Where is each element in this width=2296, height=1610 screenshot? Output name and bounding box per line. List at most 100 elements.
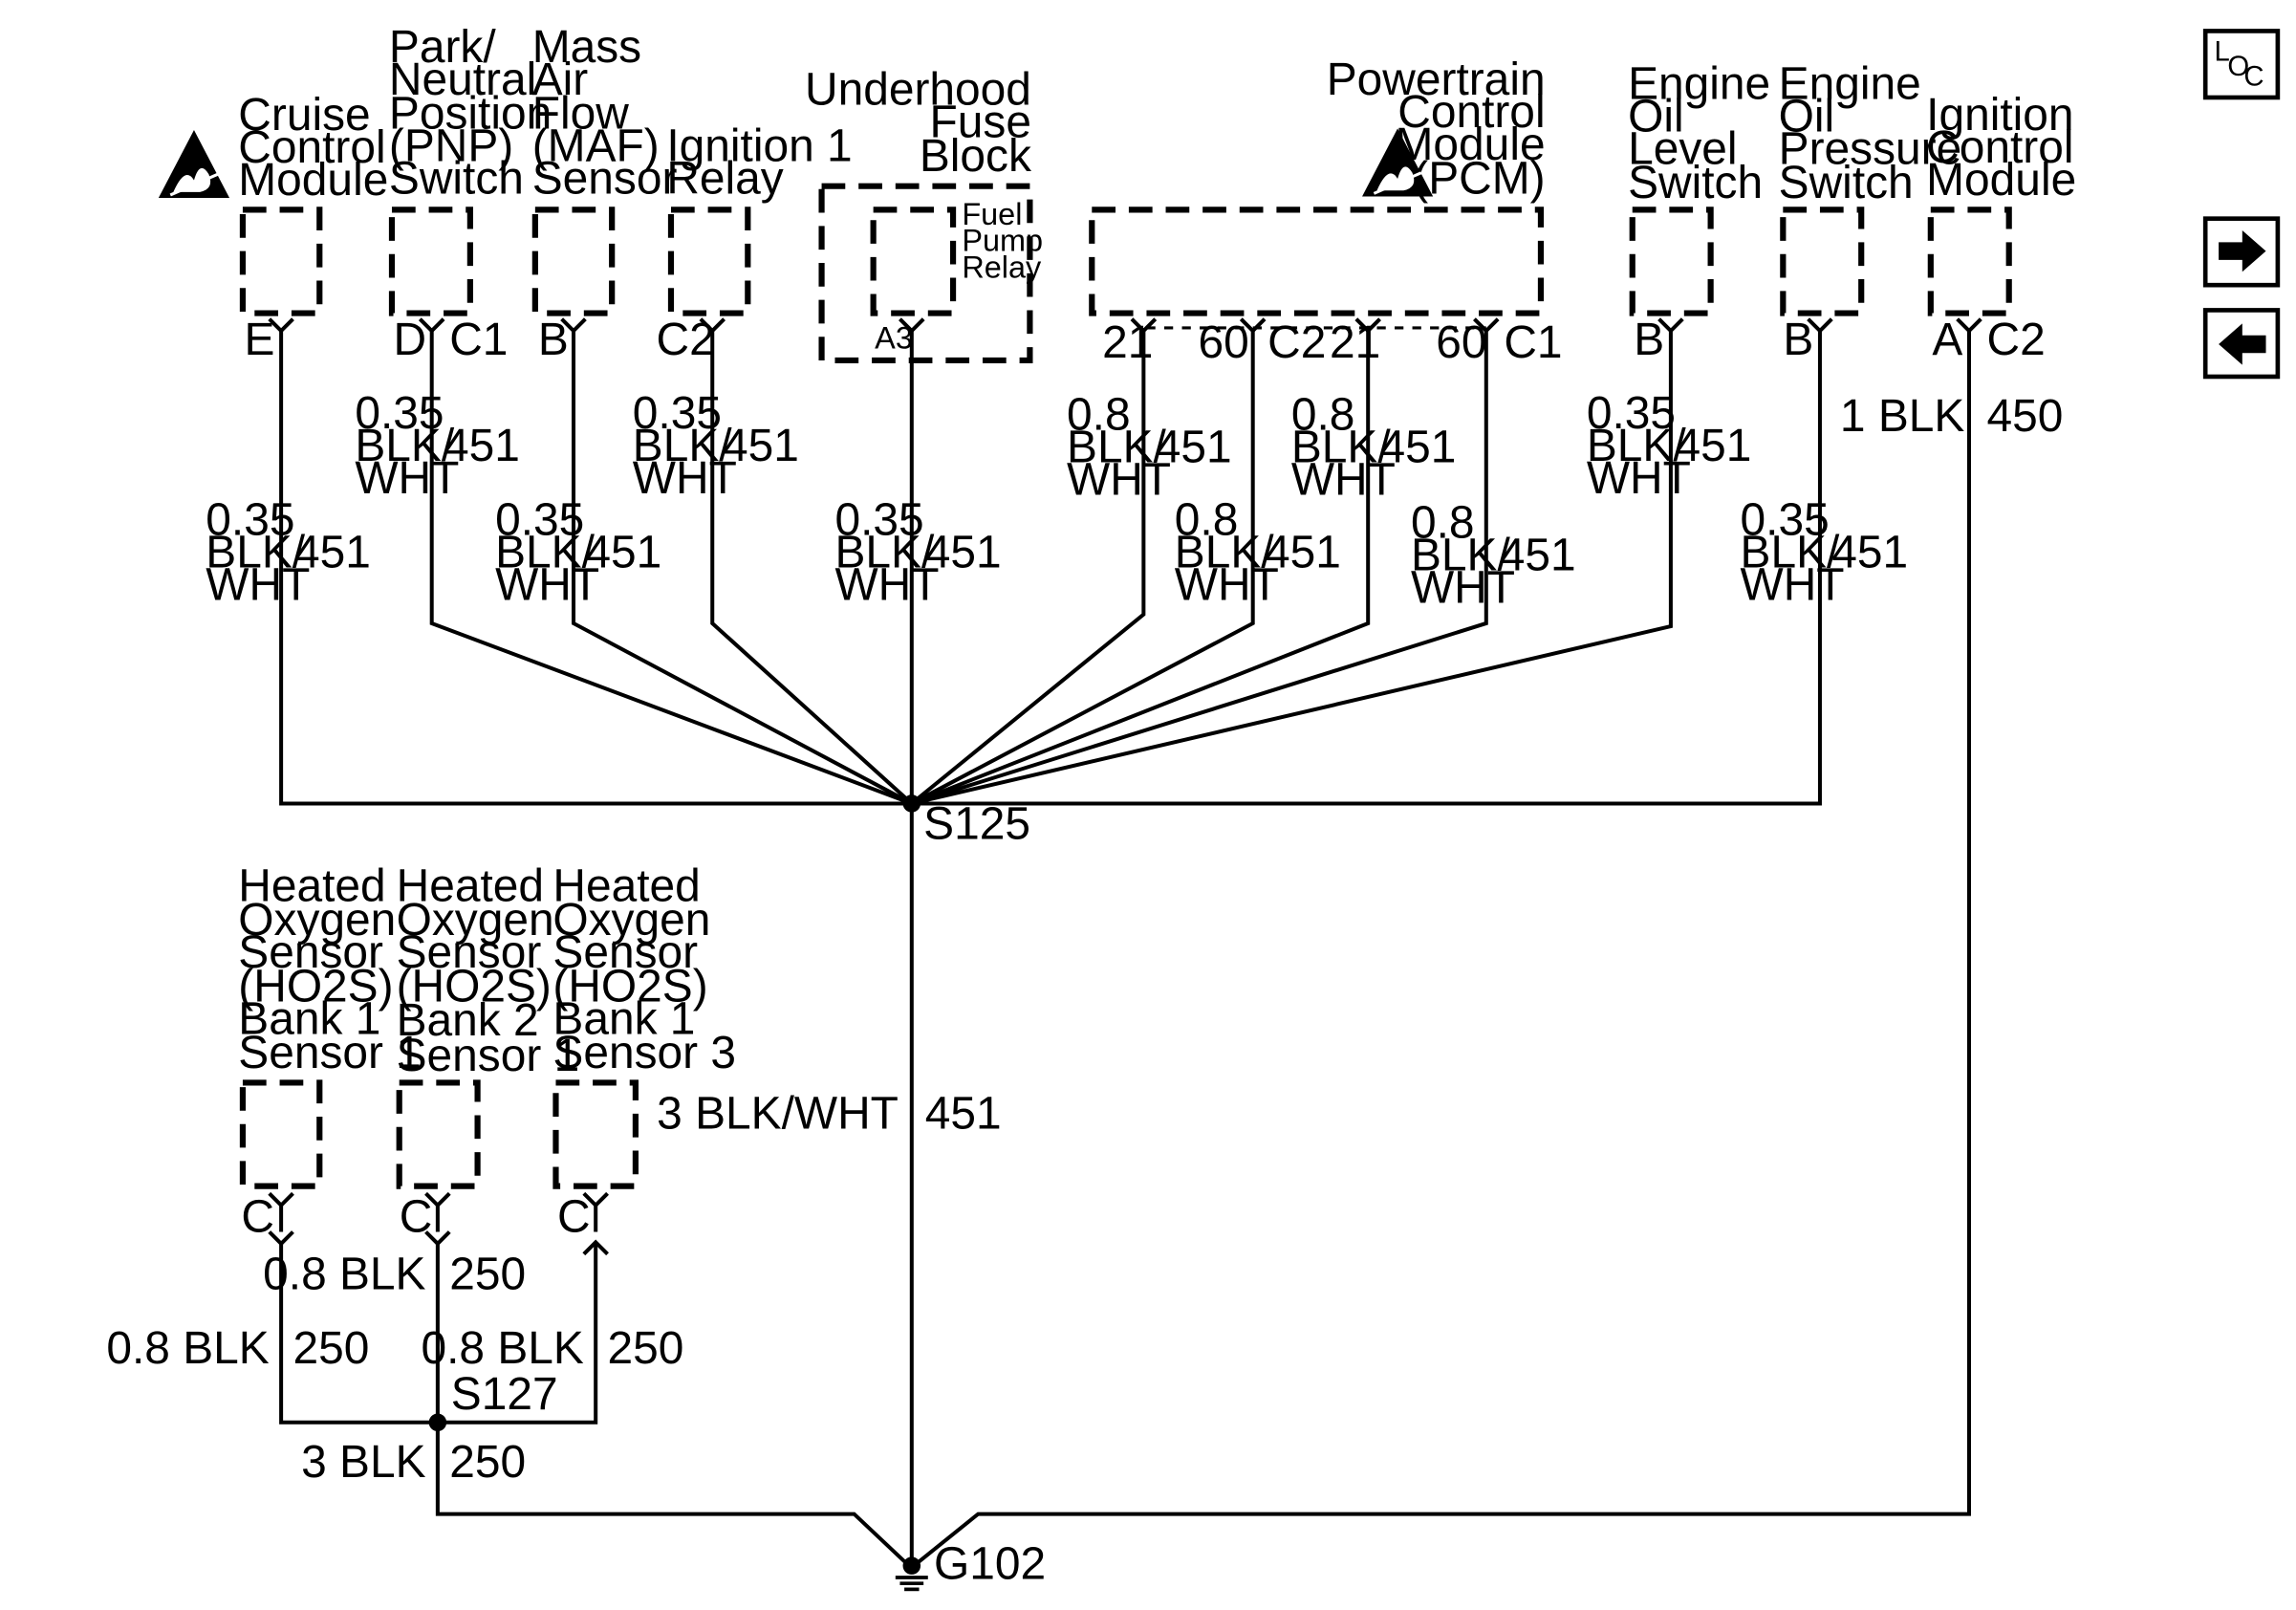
wire-pnp-color1: BLK/ — [355, 421, 454, 471]
wire-pcm-b — [910, 331, 1255, 806]
wire-fuel-relay-size: 0.35 — [834, 494, 923, 545]
maf-label-5: Sensor — [532, 153, 678, 204]
cruise-label-3: Module — [238, 155, 388, 206]
cruise-label-2: Control — [238, 122, 385, 173]
wire-ign-relay — [710, 331, 914, 805]
oil-pressure-connector-box — [1780, 207, 1865, 316]
fuse-block-label-2: Fuse — [930, 98, 1031, 148]
pin-pcm-c2: C2 — [1267, 317, 1326, 368]
ground-g102-label: G102 — [934, 1539, 1046, 1590]
wire-fuel-relay-color2: WHT — [834, 559, 939, 610]
wire-pcm-b-size: 0.8 — [1175, 494, 1239, 545]
wire-pcm-d — [911, 331, 1488, 806]
loc-letter-o: O — [2227, 51, 2249, 82]
pcm-label-4: (PCM) — [1413, 153, 1545, 204]
wire-pcm-a-size: 0.8 — [1067, 390, 1131, 441]
wire-fuel-relay-circuit: 451 — [925, 527, 1002, 577]
wire-pcm-c-size: 0.8 — [1291, 390, 1355, 441]
maf-label-2: Air — [532, 54, 589, 105]
oil-level-label-4: Switch — [1628, 158, 1763, 208]
underhood-fuse-block: Underhood Fuse Block Fuel Pump Relay — [805, 65, 1043, 364]
ho2s-21-label-4: (HO2S) — [397, 961, 552, 1012]
wire-pcm-a-color1: BLK/ — [1067, 423, 1166, 473]
pin-pcm-c: 21 — [1330, 317, 1380, 368]
icm-label-1: Ignition — [1926, 90, 2073, 141]
wire-pcm-c-color1: BLK/ — [1291, 423, 1391, 473]
oil-level-label-3: Level — [1628, 123, 1737, 174]
wire-pcm-b-color1: BLK/ — [1175, 527, 1274, 577]
wire-pcm-b-color2: WHT — [1175, 559, 1279, 610]
wire-ign-relay-color2: WHT — [633, 453, 737, 504]
pnp-label-5: Switch — [389, 153, 524, 204]
engine-oil-pressure-switch: Engine Oil Pressure Switch — [1779, 59, 1961, 316]
pin-ho2s-21: C — [400, 1191, 433, 1242]
wire-ho2s-21-label: 0.8 BLK — [263, 1250, 425, 1300]
wire-ho2s-11-label: 0.8 BLK — [106, 1323, 269, 1374]
maf-label-4: (MAF) — [532, 120, 660, 171]
ho2s-13-label-5: Bank 1 — [552, 993, 695, 1044]
wire-oil-pressure-color2: WHT — [1741, 559, 1845, 610]
ho2s-11-label-6: Sensor 1 — [238, 1028, 422, 1078]
maf-connector-box — [531, 207, 616, 316]
wire-cruise-color1: BLK/ — [206, 527, 305, 577]
wire-s127-g102 — [435, 1422, 908, 1565]
wire-pnp-size: 0.35 — [355, 388, 444, 439]
pin-icm: A — [1932, 315, 1962, 365]
wire-pnp — [429, 331, 913, 806]
pin-maf: B — [538, 315, 569, 365]
wire-icm-450 — [916, 331, 1972, 1565]
oil-pressure-label-1: Engine — [1779, 59, 1921, 110]
icm-connector-box — [1927, 207, 2012, 316]
wire-oil-level-color1: BLK/ — [1587, 421, 1686, 471]
back-button[interactable] — [2202, 308, 2281, 380]
pnp-label-4: (PNP) — [389, 120, 513, 171]
wire-pcm-d-color2: WHT — [1411, 562, 1515, 613]
ho2s-21-label-5: Bank 2 — [397, 995, 539, 1046]
forward-button[interactable] — [2202, 216, 2281, 288]
cruise-connector-box — [239, 207, 323, 316]
ignition-control-module: Ignition Control Module — [1926, 90, 2076, 316]
oil-pressure-label-4: Switch — [1779, 158, 1914, 208]
pnp-connector-box — [388, 207, 473, 316]
wire-labels-top: 0.35 BLK/ WHT 451 0.35 BLK/ WHT 451 0.35… — [206, 388, 2063, 613]
ho2s-bank1-sensor1: Heated Oxygen Sensor (HO2S) Bank 1 Senso… — [238, 860, 422, 1189]
wire-pcm-b-circuit: 451 — [1265, 527, 1341, 577]
ho2s-11-label-3: Sensor — [238, 927, 383, 978]
powertrain-control-module: Powertrain Control Module (PCM) — [1089, 54, 1546, 330]
location-button[interactable]: L O C — [2202, 29, 2281, 100]
ho2s-21-label-1: Heated — [397, 860, 544, 911]
arrow-right-icon — [2219, 230, 2266, 272]
pin-pcm-d: 60 — [1436, 317, 1486, 368]
oil-pressure-label-2: Oil — [1779, 92, 1835, 142]
wire-icm-circuit: 450 — [1987, 391, 2064, 442]
fuel-relay-label-3: Relay — [962, 250, 1042, 284]
pin-ho2s-13: C — [557, 1191, 591, 1242]
wire-oil-level-circuit: 451 — [1676, 421, 1752, 471]
wire-maf-color1: BLK/ — [495, 527, 595, 577]
ho2s-13-label-4: (HO2S) — [552, 961, 707, 1012]
pnp-switch: Park/ Neutral Position (PNP) Switch — [388, 22, 552, 316]
loc-letter-c: C — [2243, 61, 2264, 93]
pcm-connector-box — [1089, 207, 1545, 316]
pin-pcm-b: 60 — [1199, 317, 1249, 368]
esd-warning-icon — [158, 129, 230, 199]
ho2s-11-label-4: (HO2S) — [238, 961, 393, 1012]
ho2s-13-label-2: Oxygen — [552, 895, 710, 946]
icm-label-2: Control — [1926, 122, 2073, 173]
pin-labels: E D C1 B C2 A3 21 60 C2 21 60 C1 B B A C… — [244, 315, 2045, 368]
cruise-label-1: Cruise — [238, 90, 370, 141]
wire-oil-pressure — [911, 331, 1822, 806]
ho2s-bank1-sensor3: Heated Oxygen Sensor (HO2S) Bank 1 Senso… — [552, 860, 736, 1189]
splice-s125-label: S125 — [923, 799, 1030, 850]
wire-pcm-c-circuit: 451 — [1380, 423, 1457, 473]
oil-level-connector-box — [1629, 207, 1714, 316]
pin-cruise: E — [244, 315, 274, 365]
wire-pcm-d-color1: BLK/ — [1411, 530, 1510, 580]
wire-pnp-color2: WHT — [355, 453, 459, 504]
wire-pcm-a-circuit: 451 — [1156, 423, 1232, 473]
pcm-label-2: Control — [1397, 87, 1545, 138]
wire-cruise — [279, 331, 912, 806]
pcm-label-3: Module — [1396, 120, 1546, 170]
pin-ign-relay: C2 — [657, 315, 715, 365]
icm-label-3: Module — [1926, 155, 2076, 206]
